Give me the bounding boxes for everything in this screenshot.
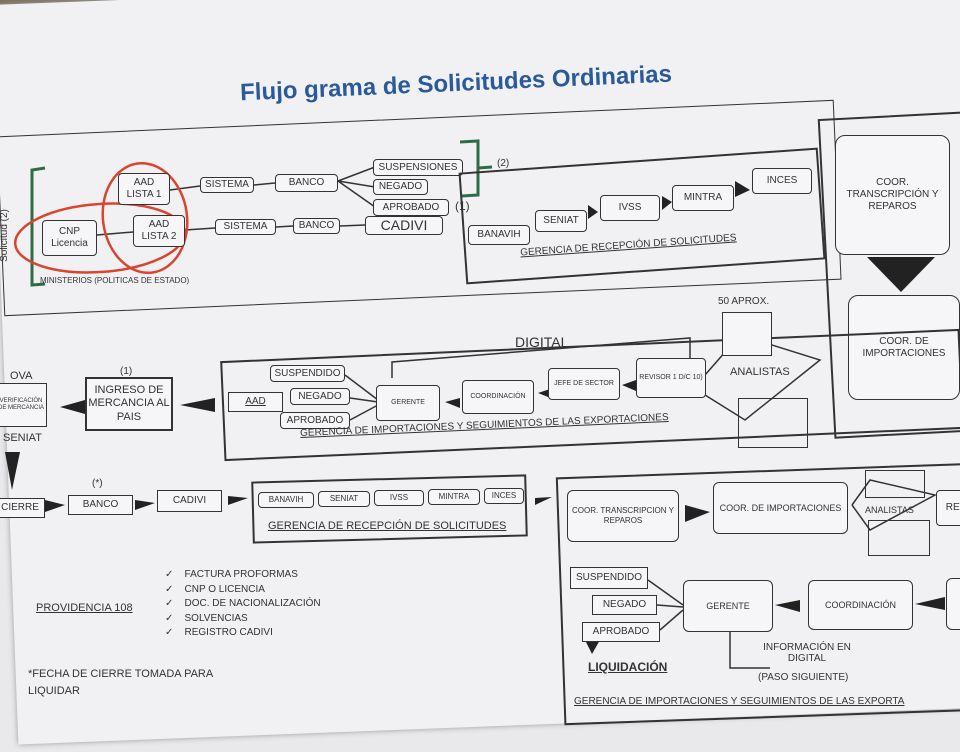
recepcion-label-2: GERENCIA DE RECEPCIÓN DE SOLICITUDES bbox=[268, 520, 507, 532]
next-step-box-bottom bbox=[946, 578, 960, 630]
revisor-box-bottom: REV bbox=[936, 490, 960, 526]
doc-item: ✓ REGISTRO CADIVI bbox=[165, 626, 321, 641]
banavih-box-1: BANAVIH bbox=[468, 225, 530, 245]
analistas-stack-bottom-low bbox=[868, 520, 930, 556]
sistema-box-2: SISTEMA bbox=[215, 219, 276, 235]
inces-box-1: INCES bbox=[752, 168, 812, 194]
info-digital-label: INFORMACIÓN EN DIGITAL bbox=[763, 642, 851, 664]
coordinacion-box-mid: COORDINACIÓN bbox=[462, 380, 534, 414]
coor-importaciones-box-bottom: COOR. DE IMPORTACIONES bbox=[713, 482, 848, 534]
mintra-box-2: MINTRA bbox=[428, 489, 480, 505]
cadivi-box-left: CADIVI bbox=[157, 490, 222, 512]
mintra-box-1: MINTRA bbox=[672, 185, 734, 211]
sistema-box-1: SISTEMA bbox=[200, 177, 254, 193]
suspensiones-box: SUSPENSIONES bbox=[373, 159, 463, 176]
mark-2-top: (2) bbox=[497, 158, 510, 169]
banavih-box-2: BANAVIH bbox=[258, 492, 314, 508]
analistas-stack-bottom-top bbox=[865, 470, 925, 498]
paso-siguiente-label: (PASO SIGUIENTE) bbox=[758, 672, 849, 683]
negado-box-top: NEGADO bbox=[373, 179, 428, 195]
coor-transcripcion-box-bottom: COOR. TRANSCRIPCION Y REPAROS bbox=[567, 490, 679, 542]
digital-label: DIGITAL bbox=[515, 334, 569, 350]
ivss-box-2: IVSS bbox=[374, 490, 424, 506]
cierre-box: CIERRE bbox=[0, 498, 45, 518]
seniat-label-left: SENIAT bbox=[3, 432, 42, 444]
ova-label: OVA bbox=[10, 370, 33, 382]
coor-importaciones-box: COOR. DE IMPORTACIONES bbox=[848, 295, 960, 400]
ingreso-mercancia-box: INGRESO DE MERCANCIA AL PAIS bbox=[85, 377, 173, 431]
cnp-licencia-box: CNP Licencia bbox=[42, 220, 97, 256]
coor-transcripcion-box: COOR. TRANSCRIPCIÓN Y REPAROS bbox=[835, 135, 950, 255]
negado-box-bottom: NEGADO bbox=[592, 595, 657, 615]
aprobado-box-top: APROBADO bbox=[373, 199, 449, 216]
check-icon: ✓ bbox=[165, 583, 174, 595]
mark-1-top: (1) bbox=[455, 199, 470, 213]
doc-label: DOC. DE NACIONALIZACIÓN bbox=[184, 598, 321, 609]
coordinacion-box-bottom: COORDINACIÓN bbox=[808, 580, 913, 630]
gerente-box-mid: GERENTE bbox=[376, 385, 440, 421]
seniat-box-1: SENIAT bbox=[535, 210, 587, 232]
check-icon: ✓ bbox=[165, 598, 174, 609]
docs-checklist: ✓ FACTURA PROFORMAS ✓ CNP O LICENCIA ✓ D… bbox=[165, 568, 321, 641]
analista-stack-top bbox=[722, 312, 772, 356]
negado-box-mid: NEGADO bbox=[290, 388, 350, 405]
cadivi-box-top: CADIVI bbox=[365, 216, 443, 235]
aad-box: AAD bbox=[228, 392, 283, 412]
analista-stack-bottom bbox=[738, 398, 808, 448]
aprobado-box-bottom: APROBADO bbox=[582, 622, 660, 642]
providencia-label: PROVIDENCIA 108 bbox=[36, 602, 133, 614]
suspendido-box-mid: SUSPENDIDO bbox=[270, 365, 345, 382]
analistas-label-bottom: ANALISTAS bbox=[865, 505, 914, 515]
banco-box-2: BANCO bbox=[293, 218, 340, 234]
liquidacion-label: LIQUIDACIÓN bbox=[588, 660, 668, 674]
doc-label: CNP O LICENCIA bbox=[184, 583, 265, 595]
check-icon: ✓ bbox=[165, 569, 174, 580]
doc-item: ✓ CNP O LICENCIA bbox=[165, 583, 321, 598]
banco-box-left: BANCO bbox=[68, 495, 133, 515]
aad-lista-2-box: AAD LISTA 2 bbox=[133, 215, 185, 247]
suspendido-box-bottom: SUSPENDIDO bbox=[570, 567, 648, 589]
doc-item: ✓ DOC. DE NACIONALIZACIÓN bbox=[165, 597, 321, 612]
check-icon: ✓ bbox=[165, 612, 174, 624]
star-mark: (*) bbox=[92, 478, 103, 489]
aprobado-box-mid: APROBADO bbox=[280, 412, 350, 429]
seniat-box-2: SENIAT bbox=[318, 491, 370, 507]
verificacion-box: VERIFICACIÓN DE MERCANCIA bbox=[0, 383, 47, 427]
doc-label: FACTURA PROFORMAS bbox=[184, 569, 298, 580]
revisor-box: REVISOR 1 D/C 10) bbox=[636, 358, 706, 398]
gerente-box-bottom: GERENTE bbox=[683, 580, 773, 632]
aprox-label: 50 APROX. bbox=[718, 296, 770, 307]
importaciones-label-bottom: GERENCIA DE IMPORTACIONES Y SEGUIMIENTOS… bbox=[574, 696, 905, 707]
check-icon: ✓ bbox=[165, 627, 174, 638]
ministerios-label: MINISTERIOS (POLITICAS DE ESTADO) bbox=[40, 276, 190, 285]
analistas-label-mid: ANALISTAS bbox=[730, 366, 790, 378]
doc-label: SOLVENCIAS bbox=[184, 612, 248, 624]
doc-item: ✓ FACTURA PROFORMAS bbox=[165, 568, 321, 583]
doc-item: ✓ SOLVENCIAS bbox=[165, 612, 321, 627]
inces-box-2: INCES bbox=[484, 488, 524, 504]
jefe-sector-box: JEFE DE SECTOR bbox=[548, 368, 620, 400]
ivss-box-1: IVSS bbox=[600, 195, 660, 221]
doc-label: REGISTRO CADIVI bbox=[184, 627, 273, 638]
mark-1-left: (1) bbox=[120, 366, 133, 377]
recepcion-frame-2 bbox=[251, 474, 528, 544]
fecha-cierre-note: *FECHA DE CIERRE TOMADA PARA LIQUIDAR bbox=[28, 668, 213, 697]
banco-box-1: BANCO bbox=[275, 174, 338, 192]
aad-lista-1-box: AAD LISTA 1 bbox=[118, 173, 170, 205]
